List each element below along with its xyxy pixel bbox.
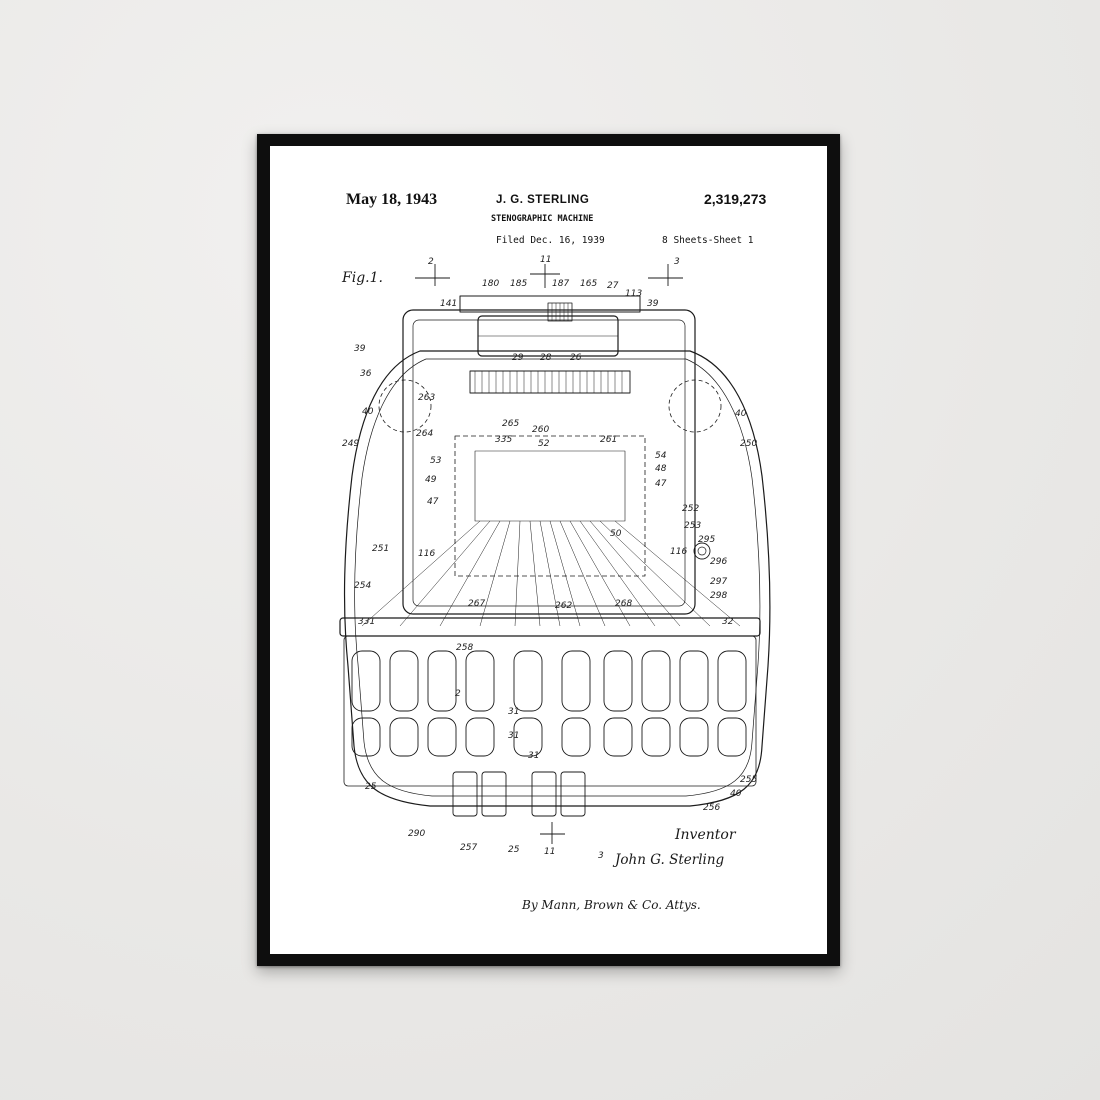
ref-numeral: 265 xyxy=(502,419,519,429)
figure-label: Fig.1. xyxy=(342,270,383,286)
ref-numeral: 40 xyxy=(730,789,742,799)
ref-numeral: 262 xyxy=(555,601,572,611)
poster-frame: May 18, 1943 J. G. STERLING 2,319,273 ST… xyxy=(257,134,840,966)
patent-number: 2,319,273 xyxy=(704,191,767,207)
ref-numeral: 31 xyxy=(508,731,519,741)
patent-filed-date: Filed Dec. 16, 1939 xyxy=(496,235,605,246)
ref-numeral: 25 xyxy=(508,845,520,855)
ref-numeral: 290 xyxy=(408,829,425,839)
ref-numeral: 31 xyxy=(508,707,519,717)
ref-numeral: 255 xyxy=(740,775,757,785)
ref-numeral: 53 xyxy=(430,456,442,466)
patent-date: May 18, 1943 xyxy=(346,191,438,208)
ref-numeral: 257 xyxy=(460,843,477,853)
ref-numeral: 264 xyxy=(416,429,433,439)
ref-numeral: 2 xyxy=(428,257,434,267)
ref-numeral: 267 xyxy=(468,599,485,609)
ref-numeral: 261 xyxy=(600,435,617,445)
ref-numeral: 253 xyxy=(684,521,701,531)
ref-numeral: 31 xyxy=(528,751,539,761)
ref-numeral: 116 xyxy=(670,547,687,557)
ref-numeral: 258 xyxy=(456,643,473,653)
ref-numeral: 298 xyxy=(710,591,727,601)
ref-numeral: 251 xyxy=(372,544,389,554)
ref-numeral: 3 xyxy=(674,257,680,267)
ref-numeral: 28 xyxy=(540,353,552,363)
ref-numeral: 47 xyxy=(655,479,667,489)
ref-numeral: 26 xyxy=(570,353,582,363)
ref-numeral: 39 xyxy=(354,344,366,354)
ref-numeral: 113 xyxy=(625,289,642,299)
ref-numeral: 254 xyxy=(354,581,371,591)
ref-numeral: 335 xyxy=(495,435,512,445)
patent-title: STENOGRAPHIC MACHINE xyxy=(491,214,594,224)
ref-numeral: 297 xyxy=(710,577,727,587)
ref-numeral: 296 xyxy=(710,557,727,567)
inventor-signature: John G. Sterling xyxy=(615,852,725,868)
ref-numeral: 39 xyxy=(647,299,659,309)
ref-numeral: 40 xyxy=(362,407,374,417)
patent-sheet-count: 8 Sheets-Sheet 1 xyxy=(662,235,754,246)
ref-numeral: 3 xyxy=(598,851,604,861)
ref-numeral: 29 xyxy=(512,353,524,363)
ref-numeral: 252 xyxy=(682,504,699,514)
ref-numeral: 256 xyxy=(703,803,720,813)
ref-numeral: 331 xyxy=(358,617,375,627)
ref-numeral: 185 xyxy=(510,279,527,289)
ref-numeral: 2 xyxy=(455,689,461,699)
ref-numeral: 48 xyxy=(655,464,667,474)
inventor-label: Inventor xyxy=(675,827,736,843)
ref-numeral: 260 xyxy=(532,425,549,435)
ref-numeral: 263 xyxy=(418,393,435,403)
patent-print: May 18, 1943 J. G. STERLING 2,319,273 ST… xyxy=(270,146,827,954)
ref-numeral: 54 xyxy=(655,451,667,461)
ref-numeral: 250 xyxy=(740,439,757,449)
ref-numeral: 27 xyxy=(607,281,619,291)
ref-numeral: 11 xyxy=(540,255,551,265)
ref-numeral: 116 xyxy=(418,549,435,559)
ref-numeral: 165 xyxy=(580,279,597,289)
ref-numeral: 32 xyxy=(722,617,734,627)
ref-numeral: 187 xyxy=(552,279,569,289)
ref-numeral: 50 xyxy=(610,529,622,539)
ref-numeral: 249 xyxy=(342,439,359,449)
ref-numeral: 180 xyxy=(482,279,499,289)
ref-numeral: 268 xyxy=(615,599,632,609)
ref-numeral: 11 xyxy=(544,847,555,857)
ref-numeral: 295 xyxy=(698,535,715,545)
ref-numeral: 141 xyxy=(440,299,457,309)
stenograph-drawing: 2 11 3 141 180 185 187 165 27 113 39 39 … xyxy=(339,255,771,861)
ref-numeral: 40 xyxy=(735,409,747,419)
ref-numeral: 52 xyxy=(538,439,550,449)
patent-inventor-header: J. G. STERLING xyxy=(496,194,590,206)
ref-numeral: 25 xyxy=(365,782,377,792)
ref-numeral: 47 xyxy=(427,497,439,507)
ref-numeral: 49 xyxy=(425,475,437,485)
attorney-signature: By Mann, Brown & Co. Attys. xyxy=(522,898,701,912)
ref-numeral: 36 xyxy=(360,369,372,379)
